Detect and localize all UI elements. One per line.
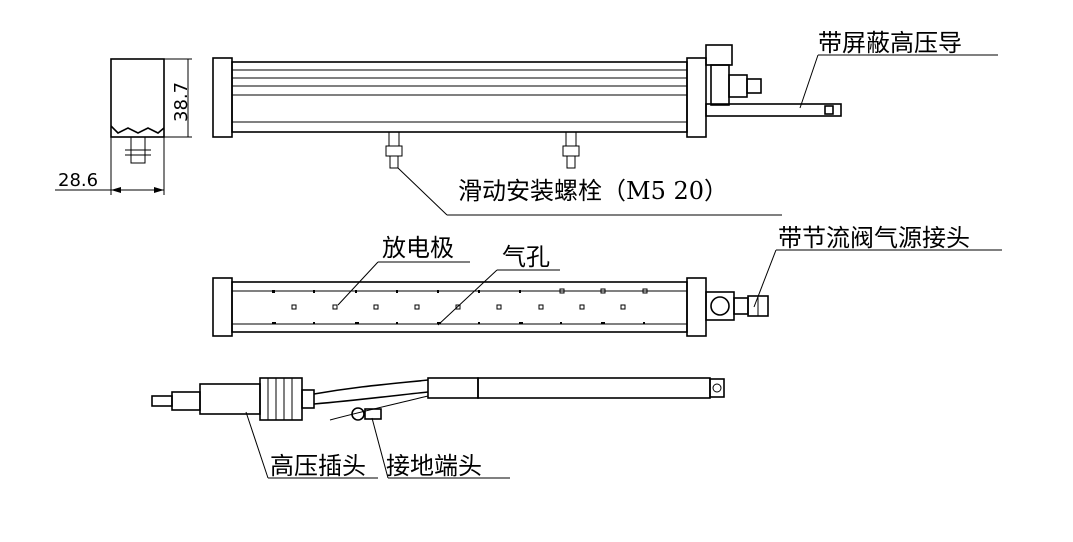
label-hv-plug: 高压插头 — [270, 452, 366, 480]
side-section-view: 38.7 28.6 — [55, 58, 192, 195]
label-air-hole: 气孔 — [502, 243, 550, 271]
electrode-marks — [272, 288, 648, 324]
label-ground-terminal: 接地端头 — [386, 452, 482, 480]
label-discharge-electrode: 放电极 — [382, 234, 454, 262]
label-shielded-cable: 带屏蔽高压导 — [818, 29, 962, 57]
width-dimension: 28.6 — [58, 170, 98, 191]
bar-front-view — [212, 277, 769, 337]
bar-top-view — [212, 44, 842, 169]
label-throttle-fitting: 带节流阀气源接头 — [778, 224, 970, 252]
hv-cable-assembly — [151, 377, 725, 421]
leader-lines — [245, 54, 1002, 479]
label-slide-bolt: 滑动安装螺栓（M5 20） — [458, 177, 728, 205]
height-dimension: 38.7 — [171, 82, 192, 122]
